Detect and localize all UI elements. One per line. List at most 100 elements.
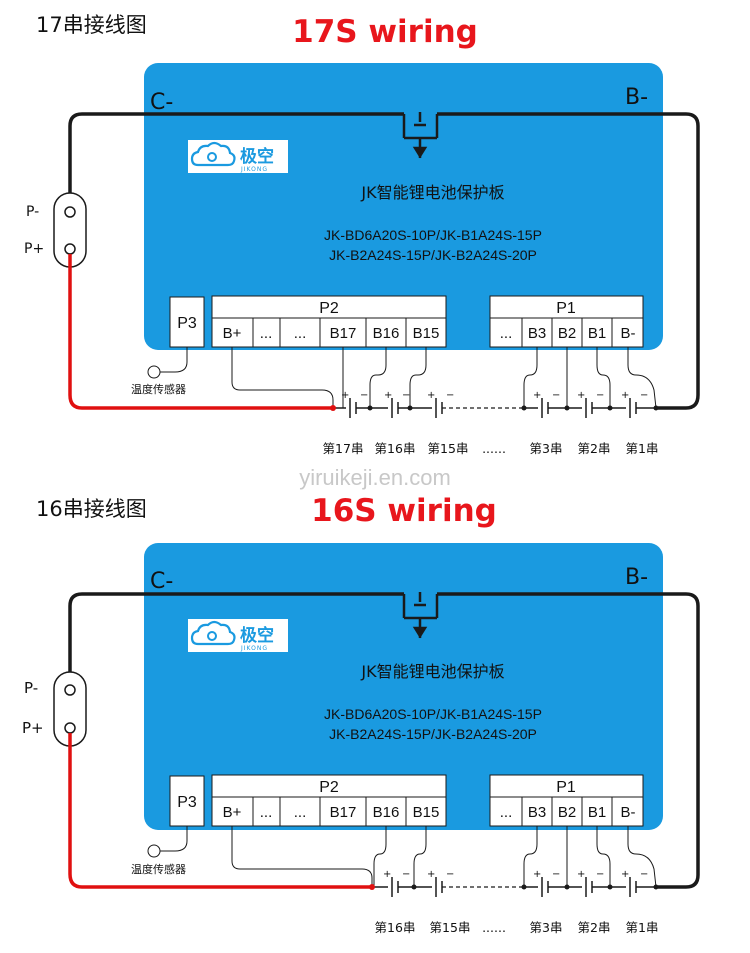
svg-text:+: + [621, 390, 629, 401]
bms-board [144, 543, 663, 830]
logo-text-en: JIKONG [240, 645, 268, 652]
p1-pin-b1: B1 [588, 325, 606, 342]
cell-label: 第2串 [578, 441, 611, 456]
svg-text:+: + [384, 390, 392, 401]
jikong-logo: 极空 JIKONG [188, 140, 288, 173]
p2-pin-b16: B16 [373, 325, 400, 342]
b-minus-wire [437, 592, 700, 889]
diagram-title: 16S wiring [311, 493, 497, 529]
temp-sensor-icon [147, 844, 161, 858]
svg-text:+: + [621, 869, 629, 880]
p2-pin-ellipsis-1: ... [260, 325, 273, 342]
c-minus-wire [68, 112, 404, 200]
p-minus-terminal [64, 206, 76, 218]
svg-text:−: − [446, 390, 454, 401]
cell-label: ...... [482, 920, 506, 935]
logo-text-cn: 极空 [240, 625, 274, 646]
junction-dots [369, 884, 659, 890]
diagram-title: 17S wiring [292, 14, 478, 50]
c-minus-label: C- [150, 569, 173, 594]
b-minus-label: B- [625, 85, 648, 110]
p2-pin-b15: B15 [413, 325, 440, 342]
svg-text:−: − [552, 869, 560, 880]
svg-text:−: − [640, 869, 648, 880]
svg-text:+: + [341, 390, 349, 401]
cell-label: 第3串 [530, 441, 563, 456]
svg-text:−: − [552, 390, 560, 401]
p1-pin-b-minus: B- [621, 804, 636, 821]
cell-label: 第17串 [323, 441, 364, 456]
svg-text:−: − [446, 869, 454, 880]
cell-label: 第2串 [578, 920, 611, 935]
svg-text:+: + [427, 869, 435, 880]
p1-connector [489, 774, 644, 827]
svg-text:−: − [360, 390, 368, 401]
temp-sensor-icon [147, 365, 161, 379]
jikong-logo: 极空 JIKONG [188, 619, 288, 652]
temp-sensor-wire [160, 826, 188, 852]
p2-pin-b17: B17 [330, 325, 357, 342]
svg-text:−: − [596, 390, 604, 401]
svg-text:+: + [427, 390, 435, 401]
cell-label: 第1串 [626, 920, 659, 935]
p1-pin-ellipsis: ... [500, 325, 513, 342]
svg-text:+: + [577, 869, 585, 880]
p3-connector [169, 296, 205, 348]
p-minus-label: P- [26, 204, 39, 220]
svg-text:−: − [402, 869, 410, 880]
p-plus-label: P+ [24, 241, 44, 257]
p1-pin-b-minus: B- [621, 325, 636, 342]
p2-connector [211, 774, 447, 827]
models-line-2: JK-B2A24S-15P/JK-B2A24S-20P [329, 726, 537, 742]
models-line-1: JK-BD6A20S-10P/JK-B1A24S-15P [324, 227, 542, 243]
p2-pin-b-plus: B+ [223, 804, 242, 821]
p3-label: P3 [177, 315, 197, 332]
p1-label: P1 [556, 779, 576, 796]
cell-label: ...... [482, 441, 506, 456]
p2-label: P2 [319, 779, 339, 796]
p-plus-terminal [64, 243, 76, 255]
svg-text:−: − [640, 390, 648, 401]
diagram-17s: 17串接线图 17S wiring C- B- 极空 JIKONG JK智能锂电… [24, 13, 700, 456]
p-minus-label: P- [24, 679, 38, 697]
cell-label: 第3串 [530, 920, 563, 935]
cloud-icon [190, 620, 236, 646]
svg-text:+: + [533, 869, 541, 880]
p1-pin-ellipsis: ... [500, 804, 513, 821]
p-plus-wire [68, 254, 333, 410]
p1-pin-b3: B3 [528, 804, 546, 821]
svg-text:−: − [596, 869, 604, 880]
board-title: JK智能锂电池保护板 [360, 662, 504, 681]
junction-dots [330, 405, 659, 411]
cell-label: 第15串 [430, 920, 471, 935]
watermark: yiruikeji.en.com [299, 465, 451, 490]
diagram-label-cn: 16串接线图 [36, 497, 147, 521]
logo-text-cn: 极空 [240, 146, 274, 167]
models-line-2: JK-B2A24S-15P/JK-B2A24S-20P [329, 247, 537, 263]
p-plus-label: P+ [22, 719, 44, 737]
b-minus-wire [437, 112, 700, 410]
temp-sensor-label: 温度传感器 [131, 382, 186, 396]
p2-label: P2 [319, 300, 339, 317]
temp-sensor-label: 温度传感器 [131, 862, 186, 876]
p1-pin-b1: B1 [588, 804, 606, 821]
p-minus-terminal [64, 684, 76, 696]
p2-pin-ellipsis-2: ... [294, 325, 307, 342]
p3-connector [169, 775, 205, 827]
p2-connector [211, 295, 447, 348]
battery-string [372, 877, 658, 897]
p2-pin-ellipsis-1: ... [260, 804, 273, 821]
c-minus-wire [68, 592, 404, 680]
c-minus-label: C- [150, 90, 173, 115]
svg-text:+: + [533, 390, 541, 401]
p2-pin-b-plus: B+ [223, 325, 242, 342]
cell-label: 第1串 [626, 441, 659, 456]
balance-wires [231, 347, 657, 409]
svg-text:+: + [577, 390, 585, 401]
p2-pin-b16: B16 [373, 804, 400, 821]
mosfet-icon [402, 592, 439, 639]
p-plus-wire [68, 733, 372, 889]
polarity-marks: +− +− +− +− +− [383, 869, 648, 880]
cell-label: 第16串 [375, 920, 416, 935]
